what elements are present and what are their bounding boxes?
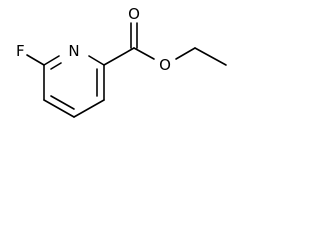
bond-o-ch2 (175, 47, 196, 60)
chemical-structure: F N O O (16, 5, 227, 118)
bond-c2-ccarbonyl (103, 47, 135, 66)
bond-n-c2 (88, 55, 105, 66)
pyridine-ring (43, 55, 105, 118)
ethyl-ester-group (103, 22, 227, 66)
atom-label-carbonyl-oxygen: O (128, 5, 140, 23)
atom-label-fluorine: F (16, 42, 25, 60)
bond-c6-f (26, 54, 45, 66)
bond-c6-n-inner (50, 62, 62, 70)
bond-c6-n (43, 55, 60, 66)
atom-label-nitrogen: N (68, 42, 79, 60)
bond-ch2-ch3 (194, 47, 227, 66)
bond-c4-c5-inner (50, 95, 75, 110)
atom-label-ester-oxygen: O (159, 56, 171, 74)
bond-c-o-ester (133, 47, 155, 60)
bond-c3-c4 (73, 99, 105, 118)
bond-c4-c5 (43, 99, 75, 118)
